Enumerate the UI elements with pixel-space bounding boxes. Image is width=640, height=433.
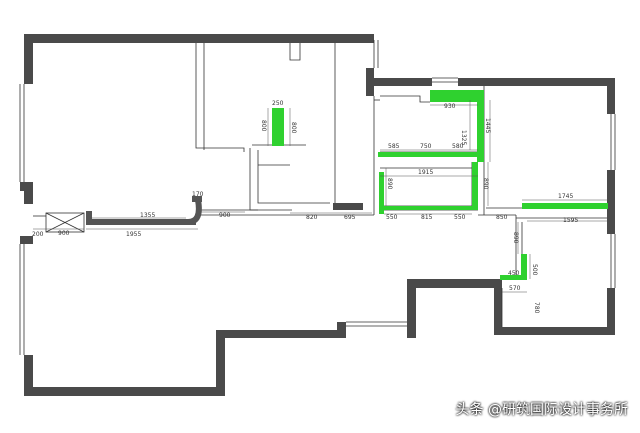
- dim-1355: 1355: [140, 212, 155, 219]
- dim-890-lower: 890: [512, 232, 519, 244]
- dim-695: 695: [344, 214, 356, 221]
- wall-bottom-left: [24, 387, 224, 396]
- dim-815: 815: [421, 214, 433, 221]
- wall-step-4: [407, 279, 416, 338]
- wall-right-inner: [607, 170, 615, 234]
- green-wall-5: [472, 162, 478, 210]
- dim-500: 500: [531, 264, 538, 276]
- dim-780: 780: [533, 302, 540, 314]
- dim-900-a: 900: [219, 212, 231, 219]
- wall-left-mid: [24, 182, 33, 204]
- wall-top-mid-3: [458, 78, 488, 86]
- curved-partition: [86, 196, 202, 225]
- dim-1915: 1915: [418, 169, 433, 176]
- green-wall-10: [500, 275, 527, 280]
- dim-1955: 1955: [126, 231, 141, 238]
- wall-right-low-bottom: [494, 327, 615, 335]
- new-walls: [272, 90, 608, 280]
- wall-step-2: [216, 330, 340, 338]
- green-wall-9: [521, 254, 527, 279]
- dim-200: 200: [32, 231, 44, 238]
- windows: [19, 40, 616, 355]
- wall-left-bottom: [24, 355, 33, 395]
- dim-800-left: 800: [260, 120, 267, 132]
- dimension-labels: 930 1325 1445 585 750 580 1915 890 890 5…: [32, 100, 578, 314]
- green-wall-1: [272, 108, 284, 146]
- dim-550-b: 550: [454, 214, 466, 221]
- wall-step-5: [407, 279, 500, 288]
- wall-right-low-right: [607, 288, 615, 335]
- wall-black-block: [333, 203, 363, 210]
- wall-step-3: [337, 322, 346, 338]
- green-wall-4: [378, 152, 478, 157]
- wall-step-1: [216, 330, 225, 396]
- dim-170: 170: [192, 191, 204, 198]
- green-wall-8: [522, 203, 608, 209]
- dim-1595: 1595: [563, 217, 578, 224]
- dim-450: 450: [508, 270, 520, 277]
- watermark: 头条 @研筑国际设计事务所: [455, 402, 628, 418]
- wall-right-top-corner: [607, 78, 615, 110]
- dim-820: 820: [306, 214, 318, 221]
- wall-right-top: [484, 78, 615, 86]
- wall-top-mid-2: [366, 78, 432, 86]
- dim-1325: 1325: [460, 130, 467, 145]
- green-wall-2: [430, 90, 478, 102]
- dim-930: 930: [444, 103, 456, 110]
- dim-890-right: 890: [482, 178, 489, 190]
- dim-250: 250: [272, 100, 284, 107]
- dim-800-right: 800: [290, 122, 297, 134]
- wall-left-lower: [20, 236, 33, 244]
- dim-585: 585: [388, 143, 400, 150]
- dimension-lines: [33, 100, 608, 293]
- dim-570: 570: [509, 285, 521, 292]
- dim-1745: 1745: [558, 193, 573, 200]
- dim-1445: 1445: [484, 118, 491, 133]
- exterior-walls: [20, 34, 615, 396]
- dim-850: 850: [496, 214, 508, 221]
- dim-900-b: 900: [58, 230, 70, 237]
- green-wall-7: [384, 206, 472, 210]
- green-wall-6: [379, 172, 384, 214]
- wall-top: [24, 34, 374, 43]
- wall-left-upper: [24, 34, 33, 84]
- dim-750: 750: [420, 143, 432, 150]
- green-wall-3: [477, 90, 484, 162]
- wall-right-low-left: [494, 279, 502, 334]
- dim-890-left: 890: [386, 178, 393, 190]
- dim-550-a: 550: [386, 214, 398, 221]
- dim-580: 580: [452, 143, 464, 150]
